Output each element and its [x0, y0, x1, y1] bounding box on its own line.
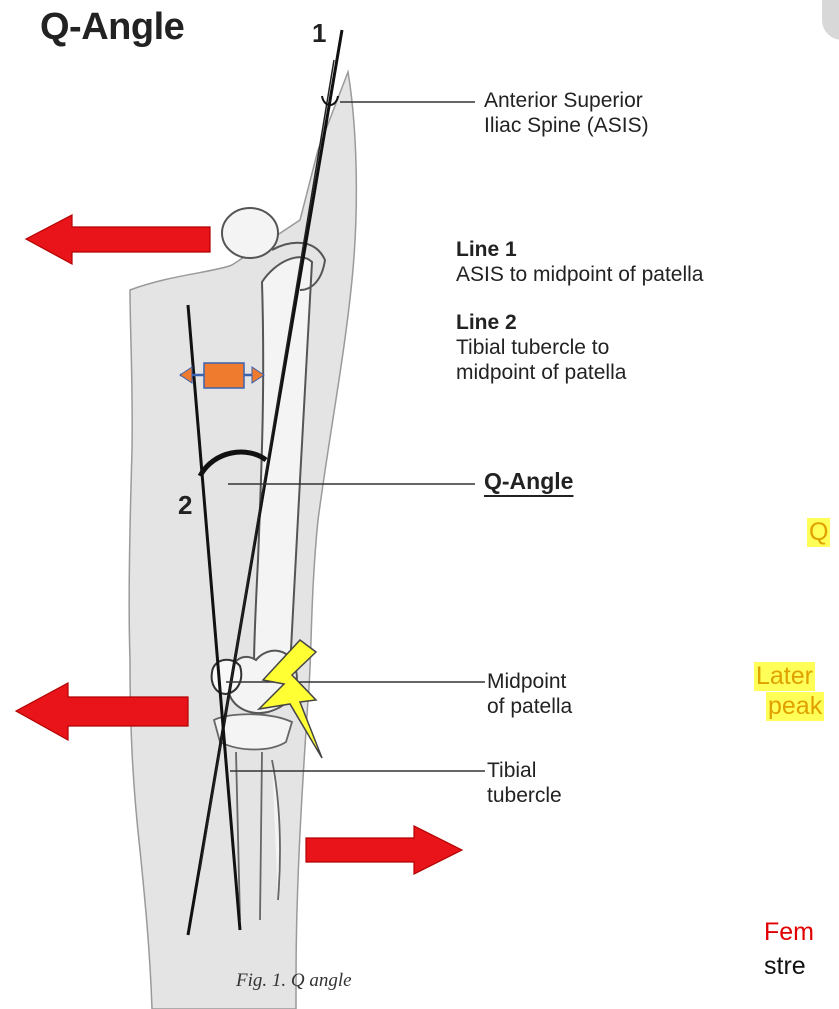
patella	[212, 660, 242, 694]
side-text-q: Q	[807, 518, 830, 547]
line-2-description-2: midpoint of patella	[456, 360, 626, 385]
arrow-left-icon	[26, 215, 210, 264]
figure-caption: Fig. 1. Q angle	[236, 970, 352, 992]
tubercle-label-2: tubercle	[487, 783, 562, 808]
side-text-stre: stre	[764, 952, 806, 981]
line-2-description-1: Tibial tubercle to	[456, 335, 609, 360]
midpoint-label-1: Midpoint	[487, 669, 566, 694]
line-1-description: ASIS to midpoint of patella	[456, 262, 703, 287]
page-title: Q-Angle	[40, 6, 184, 49]
line-1-number: 1	[312, 18, 326, 49]
midpoint-label-2: of patella	[487, 694, 572, 719]
q-angle-label: Q-Angle	[484, 468, 573, 495]
femoral-head	[222, 208, 278, 258]
arrow-right-icon	[306, 826, 462, 874]
side-text-fem: Fem	[764, 918, 814, 947]
line-2-title: Line 2	[456, 310, 517, 335]
side-text-later: Later	[754, 662, 815, 691]
asis-label-line2: Iliac Spine (ASIS)	[484, 113, 649, 138]
side-text-peak: peak	[766, 692, 824, 721]
tubercle-label-1: Tibial	[487, 758, 536, 783]
line-2-number: 2	[178, 490, 192, 521]
line-1-title: Line 1	[456, 237, 517, 262]
asis-label-line1: Anterior Superior	[484, 88, 643, 113]
